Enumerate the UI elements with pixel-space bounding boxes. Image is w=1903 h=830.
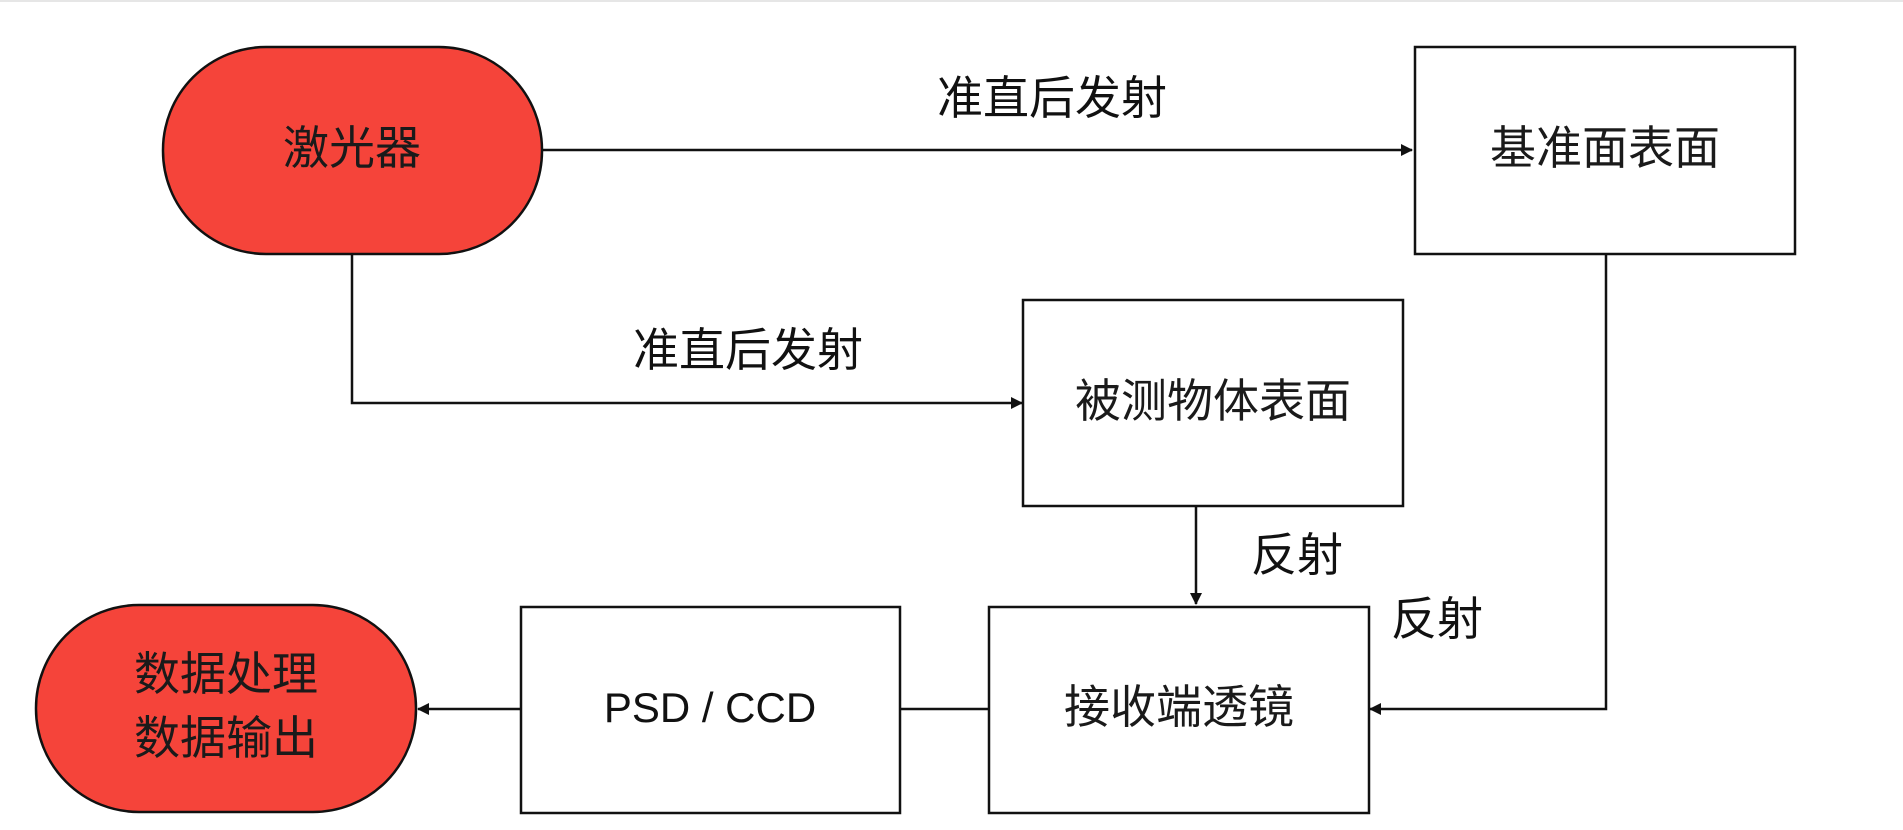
- receiver-lens-node: [987, 605, 1371, 815]
- laser-label: 激光器: [283, 121, 421, 175]
- laser-node: [161, 45, 544, 256]
- top-border-line: [0, 0, 1903, 2]
- detector-label: PSD / CCD: [604, 684, 816, 731]
- output-label-line1: 数据处理: [134, 647, 318, 701]
- edge-label-laser-to-measured: 准直后发射: [633, 323, 863, 377]
- receiver-lens-label: 接收端透镜: [1064, 680, 1294, 734]
- edge-label-laser-to-reference: 准直后发射: [937, 71, 1167, 125]
- edge-label-reference-to-lens: 反射: [1391, 592, 1483, 646]
- edge-reference-to-lens: [1369, 255, 1608, 715]
- reference-surface-node: [1413, 45, 1797, 256]
- detector-node: [519, 605, 902, 815]
- output-node: [34, 603, 418, 814]
- reference-surface-label: 基准面表面: [1490, 121, 1720, 175]
- measured-surface-label: 被测物体表面: [1075, 374, 1351, 428]
- edge-laser-to-measured: [350, 255, 1023, 409]
- measured-surface-node: [1021, 298, 1405, 508]
- output-label-line2: 数据输出: [134, 711, 318, 765]
- edge-label-measured-to-lens: 反射: [1251, 528, 1343, 582]
